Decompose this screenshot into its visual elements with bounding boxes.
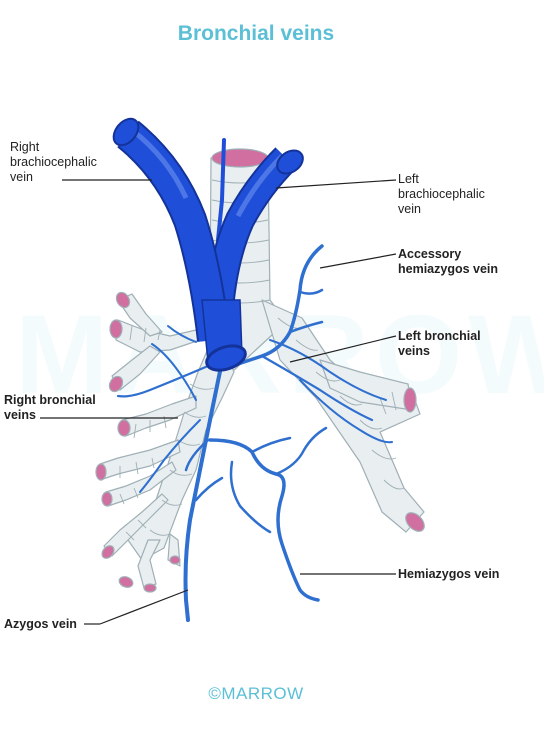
right-lower-branch3 — [103, 493, 169, 557]
left-bronchial-vein-a — [260, 354, 374, 422]
airway-tree — [99, 157, 425, 589]
hemiazygos-vein — [208, 438, 320, 602]
footer-brand: ©MARROW — [208, 684, 304, 703]
small-veins — [116, 244, 393, 622]
left-bronchial-vein-c — [299, 379, 393, 444]
svc-opening — [205, 344, 247, 372]
right-upper-bronchus — [115, 319, 201, 353]
airway-openings — [95, 148, 425, 593]
right-bronchial-vein-b — [151, 343, 197, 401]
azygos-vein — [183, 360, 224, 622]
leader-lines — [40, 179, 397, 625]
brachiocephalic-veins — [112, 117, 304, 372]
label-right-bronchial-veins: Right bronchial veins — [4, 393, 96, 422]
right-bronchial-vein-c — [139, 419, 201, 493]
label-hemiazygos-vein: Hemiazygos vein — [398, 567, 500, 581]
label-left-brachiocephalic-vein: Left brachiocephalic vein — [398, 172, 485, 216]
trachea-opening — [211, 148, 269, 168]
label-left-bronchial-veins: Left bronchial veins — [398, 329, 481, 358]
label-accessory-hemiazygos-vein: Accessory hemiazygos vein — [398, 247, 499, 276]
label-right-brachiocephalic-vein: Right brachiocephalic vein — [10, 140, 97, 184]
right-bronchial-vein-a — [116, 364, 210, 398]
label-azygos-vein: Azygos vein — [4, 617, 77, 631]
accessory-hemiazygos-vein — [236, 244, 324, 366]
inferior-thyroid-vein — [216, 138, 226, 242]
left-bronchial-vein-b — [269, 339, 387, 401]
right-upper-sub2 — [111, 345, 161, 391]
diagram-title: Bronchial veins — [177, 22, 335, 45]
